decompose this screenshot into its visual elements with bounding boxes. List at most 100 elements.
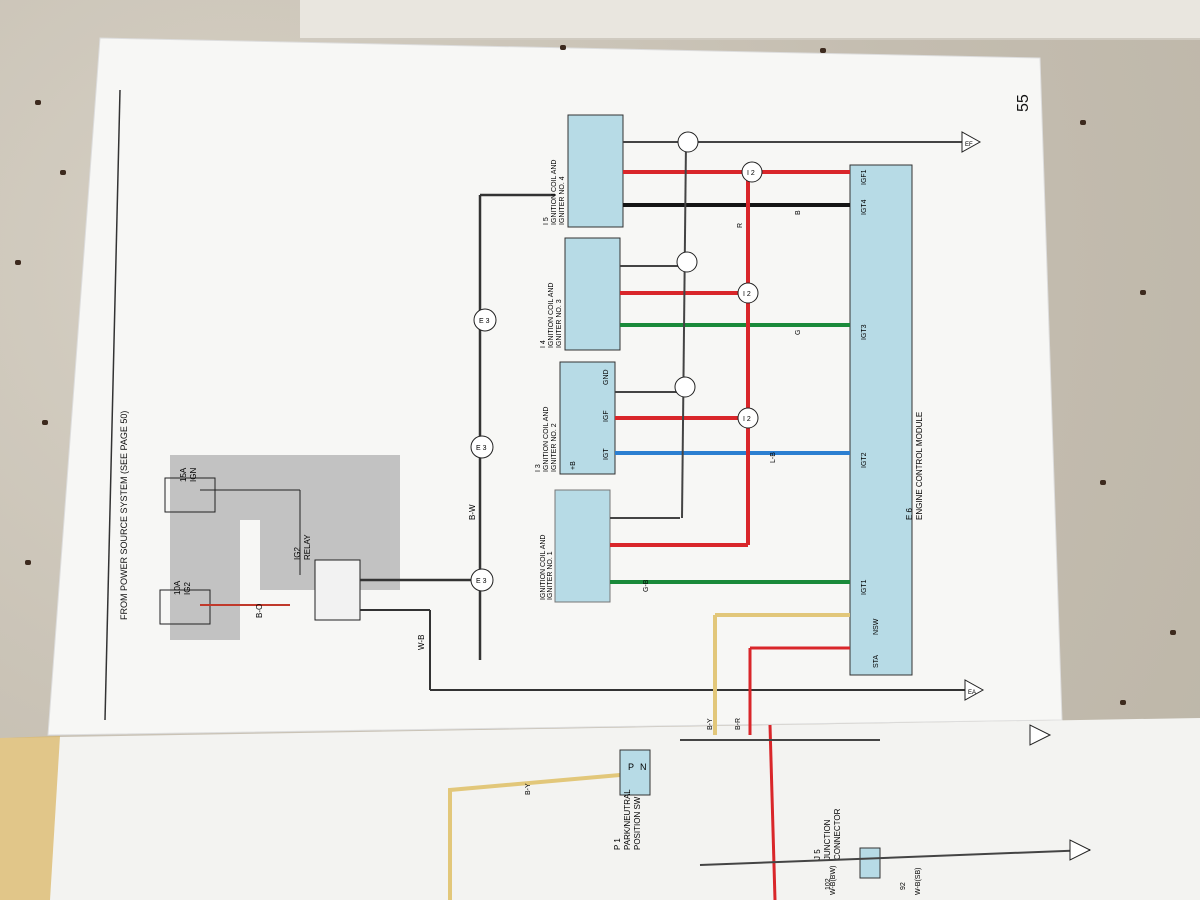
fuse-ign-amps: 15A xyxy=(179,467,188,482)
table-speck xyxy=(42,420,48,425)
junction-sub: CONNECTOR xyxy=(833,808,842,860)
table-speck xyxy=(1140,290,1146,295)
wire-label-lb: L-B xyxy=(770,452,777,463)
junction-e3-3 xyxy=(473,308,497,332)
ecm-pin-sta: STA xyxy=(873,655,880,668)
ground-ef xyxy=(961,131,982,153)
coil-4-sub: IGNITER NO. 4 xyxy=(559,176,566,225)
ecm-pin-igt1: IGT1 xyxy=(861,579,868,595)
junction-i2-3 xyxy=(741,161,763,183)
junction-i2-2 xyxy=(737,282,759,304)
junction-name: JUNCTION xyxy=(823,819,832,860)
table-speck xyxy=(15,260,21,265)
pin-102: 102 xyxy=(825,878,832,890)
table-speck xyxy=(1100,480,1106,485)
junction-e3-2-label: E 3 xyxy=(476,445,487,452)
wire-label-bo: B-O xyxy=(255,604,264,618)
coil-pin-igt: IGT xyxy=(603,448,610,460)
ground-lower-2 xyxy=(1029,724,1052,746)
wire-label-b: B xyxy=(795,210,802,215)
wire-label-by: B-Y xyxy=(707,718,714,730)
wire-label-wb: W-B xyxy=(417,635,426,650)
wire-wb-bw: W-B(BW) xyxy=(830,866,837,895)
junction-e3-1-label: E 3 xyxy=(476,578,487,585)
wire-label-bw: B-W xyxy=(468,504,477,520)
page-number: 55 xyxy=(1015,94,1032,112)
junction-e3-3-label: E 3 xyxy=(479,318,490,325)
ground-ea xyxy=(964,679,985,701)
ecm-name: ENGINE CONTROL MODULE xyxy=(915,412,924,520)
junction-code: J 5 xyxy=(813,849,822,860)
ground-ef-label: EF xyxy=(965,142,973,148)
wire-label-g: G xyxy=(795,330,802,335)
coil-pin-igf: IGF xyxy=(603,410,610,422)
coil-3-name: IGNITION COIL AND xyxy=(548,283,555,348)
coil-pin-b: +B xyxy=(570,461,577,470)
junction-e3-1 xyxy=(470,568,494,592)
relay-name: IG2 xyxy=(293,547,302,560)
table-speck xyxy=(1170,630,1176,635)
diagram-frame-line xyxy=(104,89,121,721)
junction-i2-1-label: I 2 xyxy=(743,416,751,423)
junction-e3-gnd-3 xyxy=(677,131,699,153)
coil-3-sub: IGNITER NO. 3 xyxy=(556,299,563,348)
junction-e3-gnd-2 xyxy=(676,251,698,273)
table-speck xyxy=(1080,120,1086,125)
lower-wire-tan xyxy=(448,773,621,900)
table-speck xyxy=(60,170,66,175)
junction-i2-3-label: I 2 xyxy=(747,170,755,177)
coil-2-sub: IGNITER NO. 2 xyxy=(551,423,558,472)
wire-label-gb: G-B xyxy=(643,579,650,592)
ground-lower xyxy=(1069,839,1092,861)
ground-ea-label: EA xyxy=(968,690,976,696)
junction-i2-2-label: I 2 xyxy=(743,291,751,298)
switch-pin-p: P xyxy=(628,762,634,772)
coil-2-name: IGNITION COIL AND xyxy=(543,407,550,472)
ecm-pin-nsw: NSW xyxy=(873,618,880,635)
park-neutral-switch xyxy=(619,749,651,796)
book-stack xyxy=(300,0,1200,40)
switch-code: P 1 xyxy=(613,838,622,850)
table-speck xyxy=(25,560,31,565)
junction-e3-gnd-1 xyxy=(674,376,696,398)
junction-e3-2 xyxy=(470,435,494,459)
engine-control-module xyxy=(849,164,913,676)
fuse-block-shade xyxy=(170,455,400,640)
table-speck xyxy=(35,100,41,105)
fuse-ig2-name: IG2 xyxy=(183,582,192,595)
coil-4-code: I 5 xyxy=(543,217,550,225)
wire-label-br: B-R xyxy=(735,718,742,730)
relay-sub: RELAY xyxy=(303,534,312,560)
coil-igniter-4 xyxy=(567,114,624,228)
coil-1-name: IGNITION COIL AND xyxy=(540,535,547,600)
ig2-relay-box xyxy=(314,559,361,621)
coil-igniter-1 xyxy=(554,489,611,603)
ecm-pin-igt3: IGT3 xyxy=(861,324,868,340)
wire-wb-sb: W-B(SB) xyxy=(915,868,922,895)
junction-connector-j5 xyxy=(859,847,881,879)
switch-sub: POSITION SW xyxy=(633,796,642,850)
lower-page-sheet xyxy=(0,718,1200,900)
table-speck xyxy=(1120,700,1126,705)
coil-igniter-3 xyxy=(564,237,621,351)
lower-wire-red xyxy=(768,724,777,900)
table-speck xyxy=(560,45,566,50)
ecm-pin-igt4: IGT4 xyxy=(861,199,868,215)
fuse-ig2-amps: 10A xyxy=(173,580,182,595)
coil-4-name: IGNITION COIL AND xyxy=(551,160,558,225)
coil-pin-gnd: GND xyxy=(603,369,610,385)
header-text: FROM POWER SOURCE SYSTEM (SEE PAGE 50) xyxy=(119,411,129,620)
switch-name: PARK/NEUTRAL xyxy=(623,789,632,850)
ecm-pin-igf1: IGF1 xyxy=(861,169,868,185)
lower-wire-wb-bottom xyxy=(699,849,1091,866)
table-speck xyxy=(820,48,826,53)
wire-label-r: R xyxy=(737,223,744,228)
ecm-code: E 6 xyxy=(905,507,914,520)
lower-label-by: B-Y xyxy=(525,783,532,795)
pin-92: 92 xyxy=(900,882,907,890)
coil-3-code: I 4 xyxy=(540,340,547,348)
switch-pin-n: N xyxy=(640,762,647,772)
coil-1-sub: IGNITER NO. 1 xyxy=(547,551,554,600)
ecm-pin-igt2: IGT2 xyxy=(861,452,868,468)
